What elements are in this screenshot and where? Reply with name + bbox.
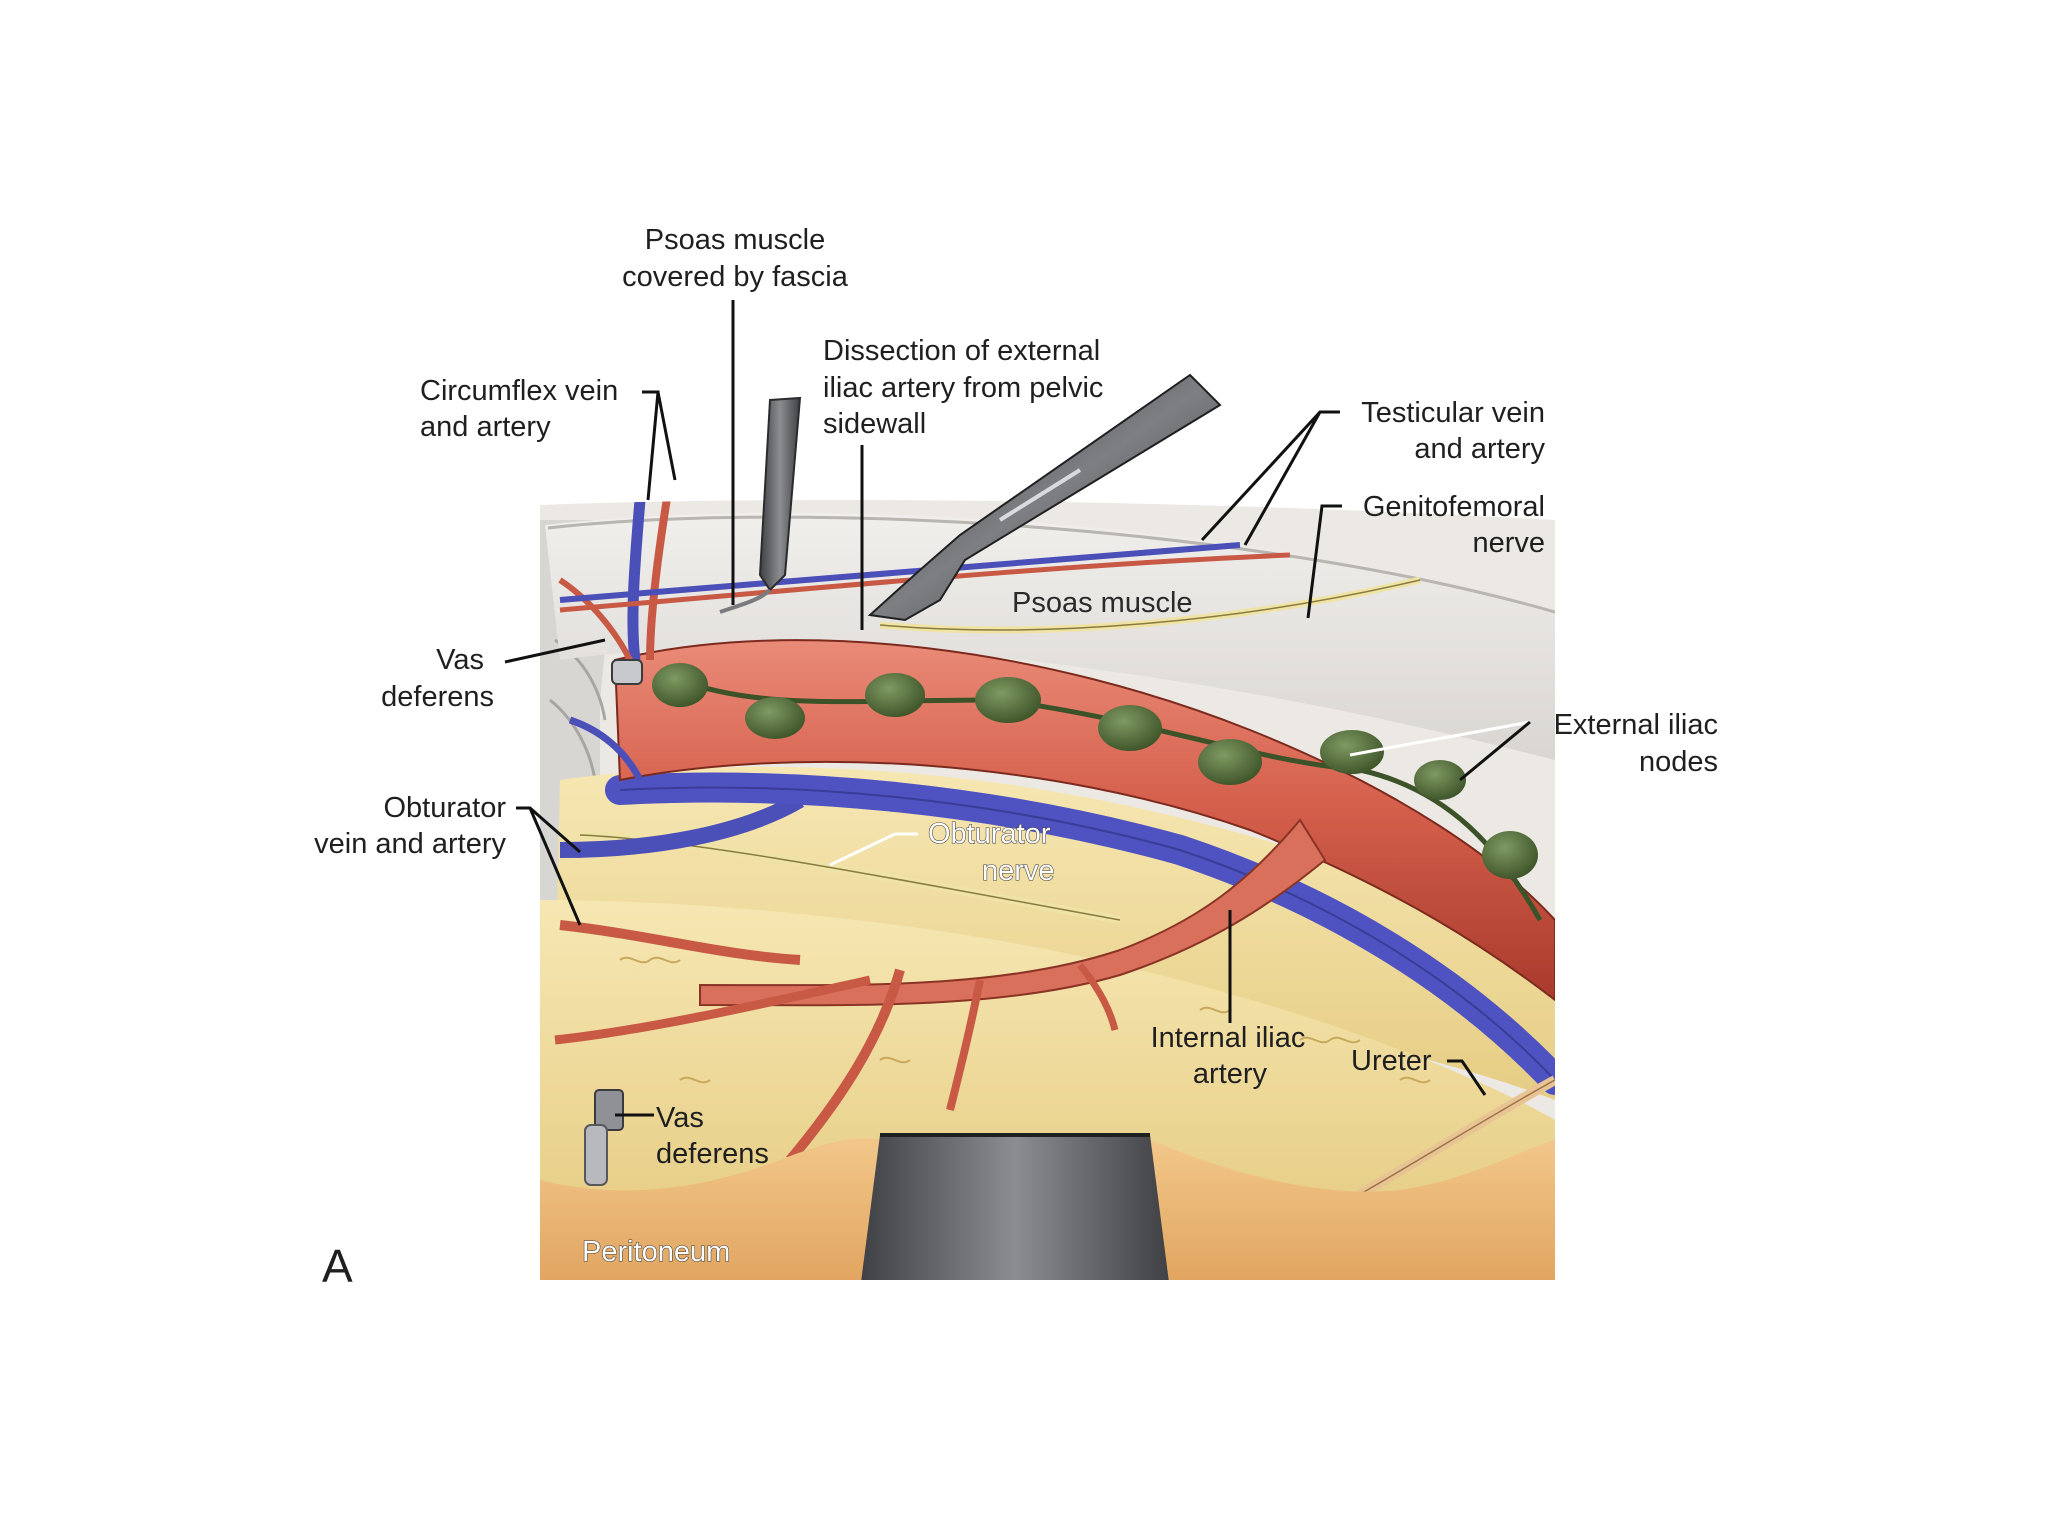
forceps-tip — [719, 588, 772, 614]
label-nodes-line2: nodes — [1639, 746, 1718, 778]
lymph-node — [652, 663, 708, 707]
label-vas-lower-line2: deferens — [656, 1138, 769, 1170]
label-dissection-line3: sidewall — [823, 408, 926, 440]
label-external-iliac-nodes: External iliac nodes — [1349, 709, 1718, 782]
lymph-node — [1320, 730, 1384, 774]
label-nodes-line1: External iliac — [1554, 709, 1718, 741]
label-internal-iliac-line2: artery — [1193, 1058, 1268, 1090]
label-circumflex-line2: and artery — [420, 411, 551, 443]
internal-iliac-branch — [559, 920, 801, 965]
label-obturator-vessels-line2: vein and artery — [314, 828, 506, 860]
lymph-node — [1098, 705, 1162, 751]
label-obturator-vessels-line1: Obturator — [384, 792, 507, 824]
internal-iliac-artery — [699, 818, 1327, 1007]
psoas-muscle — [545, 512, 1555, 760]
labels: Psoas muscle covered by fascia Dissectio… — [314, 224, 1718, 1292]
label-internal-iliac: Internal iliac artery — [1151, 910, 1306, 1090]
instruments — [611, 373, 1222, 685]
leader-circumflex — [642, 390, 677, 501]
label-genitofemoral-line2: nerve — [1472, 527, 1545, 559]
circumflex-vein — [627, 500, 646, 661]
internal-iliac-branch — [554, 975, 871, 1045]
obturator-vein — [559, 793, 805, 858]
internal-iliac-branch — [786, 968, 905, 1164]
lower-fat — [540, 900, 1555, 1230]
peritoneum — [540, 1138, 880, 1280]
lymph-node — [975, 677, 1041, 723]
label-obturator-nerve-line1: Obturator — [928, 818, 1051, 850]
genitofemoral-nerve-edge — [879, 579, 1421, 631]
lymph-node — [1482, 831, 1538, 879]
label-dissection-line1: Dissection of external — [823, 335, 1100, 367]
internal-iliac-branch — [946, 979, 984, 1111]
label-ureter-text: Ureter — [1351, 1045, 1432, 1077]
leader-vas-upper — [504, 638, 606, 664]
label-obturator-nerve: Obturator nerve — [829, 817, 1055, 888]
circumflex-vein-branch — [568, 716, 644, 782]
label-vas-lower-line1: Vas — [656, 1102, 704, 1134]
label-circumflex-line1: Circumflex vein — [420, 375, 618, 407]
label-dissection: Dissection of external iliac artery from… — [823, 335, 1103, 630]
label-testicular-line2: and artery — [1414, 433, 1545, 465]
label-psoas-fascia: Psoas muscle covered by fascia — [622, 224, 849, 605]
sidewall-fold — [549, 698, 597, 781]
internal-iliac-branch — [1077, 962, 1119, 1031]
anatomy-scene — [540, 500, 1555, 1280]
lymph-node — [1198, 739, 1262, 785]
external-iliac-nodes — [652, 663, 1543, 922]
lymph-node — [865, 673, 925, 717]
circumflex-artery-branch — [558, 577, 633, 662]
leader-nodes-2 — [1459, 720, 1531, 782]
external-iliac-vein-edge — [619, 786, 1555, 1081]
lymphatic-chain — [679, 677, 1543, 922]
vas-deferens-clip-upper — [611, 659, 643, 685]
psoas-edge — [547, 515, 1555, 614]
label-testicular: Testicular vein and artery — [1200, 397, 1545, 546]
label-obturator-vessels: Obturator vein and artery — [314, 792, 582, 926]
bladder-retractor — [860, 1135, 1170, 1280]
label-ureter: Ureter — [1351, 1045, 1487, 1096]
leader-obturator-nerve — [829, 832, 918, 867]
leader-testicular — [1200, 410, 1340, 546]
label-dissection-line2: iliac artery from pelvic — [823, 372, 1103, 404]
external-iliac-artery — [613, 639, 1555, 1003]
leader-genitofemoral — [1306, 504, 1342, 619]
forceps — [758, 396, 802, 592]
label-internal-iliac-line1: Internal iliac — [1151, 1022, 1306, 1054]
label-psoas-fascia-line1: Psoas muscle — [645, 224, 826, 256]
leader-ureter — [1447, 1059, 1487, 1096]
label-psoas-fascia-line2: covered by fascia — [622, 261, 849, 293]
lymph-node — [1414, 760, 1466, 800]
label-circumflex: Circumflex vein and artery — [420, 375, 677, 501]
vas-deferens-clip-lower — [594, 1089, 624, 1131]
label-vas-upper: Vas deferens — [381, 638, 606, 713]
label-peritoneum: Peritoneum — [582, 1236, 730, 1268]
leader-obturator-vessels — [516, 806, 582, 926]
leader-nodes — [1349, 720, 1531, 757]
label-vas-upper-line1: Vas — [436, 644, 484, 676]
label-testicular-line1: Testicular vein — [1361, 397, 1545, 429]
label-genitofemoral: Genitofemoral nerve — [1306, 491, 1545, 619]
label-psoas-muscle: Psoas muscle — [1012, 587, 1193, 619]
label-obturator-nerve-line2: nerve — [982, 855, 1055, 887]
grasper — [867, 373, 1222, 622]
ureter-edge — [1349, 1079, 1555, 1201]
label-vas-lower: Vas deferens — [615, 1102, 769, 1170]
peritoneum-right — [1150, 1140, 1555, 1280]
label-vas-upper-line2: deferens — [381, 681, 494, 713]
circumflex-artery — [646, 500, 674, 661]
lymph-node — [745, 697, 805, 739]
grasper-slot — [998, 468, 1082, 522]
label-genitofemoral-line1: Genitofemoral — [1363, 491, 1545, 523]
vas-deferens-stump — [584, 1124, 608, 1186]
panel-letter: A — [322, 1240, 353, 1292]
